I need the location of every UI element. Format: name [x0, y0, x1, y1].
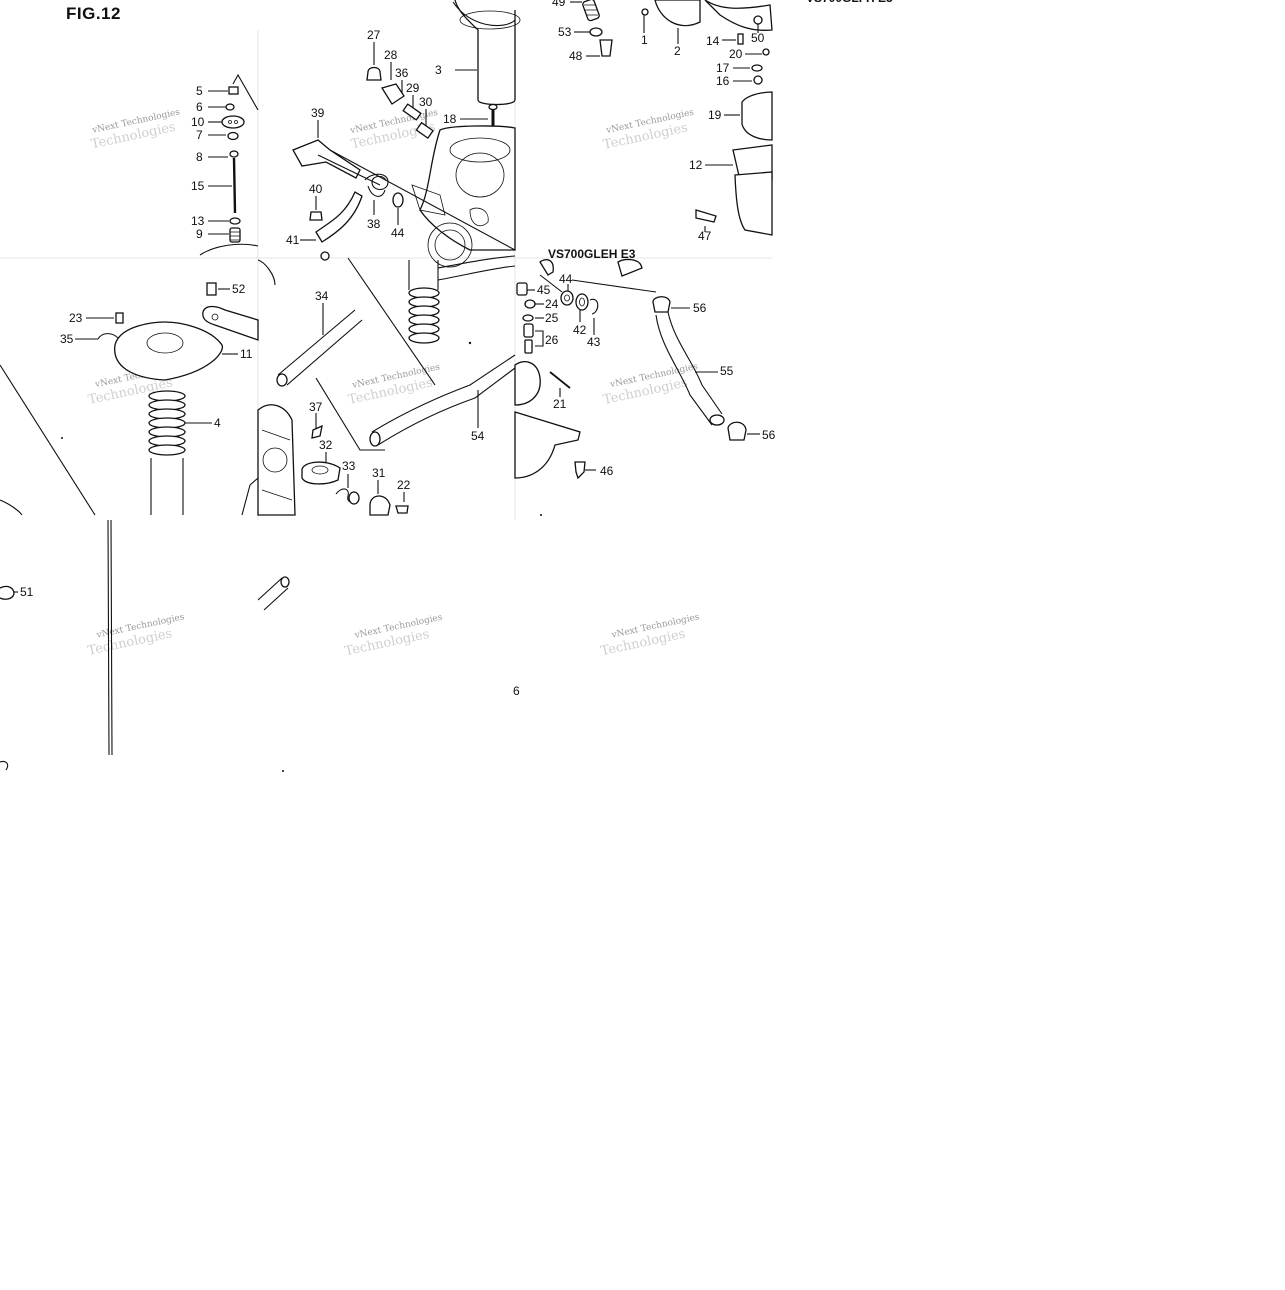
drain-and-hose: VS700GLEH E3 [514, 247, 760, 516]
callout-54: 54 [471, 429, 485, 443]
callout-38: 38 [367, 217, 381, 231]
callout-12: 12 [689, 158, 703, 172]
callout-55: 55 [720, 364, 734, 378]
callout-28: 28 [384, 48, 398, 62]
callout-27: 27 [367, 28, 381, 42]
callout-49: 49 [552, 0, 566, 9]
callout-9: 9 [196, 227, 203, 241]
callout-36: 36 [395, 66, 409, 80]
callout-2: 2 [674, 44, 681, 58]
model-label-upper: VS700GLFH E3 [806, 0, 893, 5]
callout-41: 41 [286, 233, 300, 247]
callout-18: 18 [443, 112, 457, 126]
callout-6: 6 [196, 100, 203, 114]
callout-44b: 44 [559, 272, 573, 286]
callout-35: 35 [60, 332, 74, 346]
coil-large [408, 260, 440, 344]
model-label-lower: VS700GLEH E3 [548, 247, 636, 261]
callout-52: 52 [232, 282, 246, 296]
callout-42: 42 [573, 323, 587, 337]
callout-32: 32 [319, 438, 333, 452]
callout-46: 46 [600, 464, 614, 478]
callout-34: 34 [315, 289, 329, 303]
callout-56a: 56 [693, 301, 707, 315]
callout-33: 33 [342, 459, 356, 473]
callout-29: 29 [406, 81, 420, 95]
float-chamber-parts [570, 0, 773, 236]
figure-title: FIG.12 [66, 4, 121, 23]
page-number: 6 [513, 684, 520, 698]
callout-21: 21 [553, 397, 567, 411]
callout-16: 16 [716, 74, 730, 88]
callout-10: 10 [191, 115, 205, 129]
diaphragm-and-cover [0, 259, 276, 516]
callout-26: 26 [545, 333, 559, 347]
hoses-and-spring [257, 255, 516, 516]
lower-fragments [0, 437, 290, 772]
callout-23: 23 [69, 311, 83, 325]
callout-22: 22 [397, 478, 411, 492]
callout-8: 8 [196, 150, 203, 164]
callout-13: 13 [191, 214, 205, 228]
callout-48: 48 [569, 49, 583, 63]
callout-53: 53 [558, 25, 572, 39]
callout-3: 3 [435, 63, 442, 77]
callout-4: 4 [214, 416, 221, 430]
tile-seams [0, 30, 772, 520]
callout-5: 5 [196, 84, 203, 98]
callout-50: 50 [751, 31, 765, 45]
callout-31: 31 [372, 466, 386, 480]
needle-jet-stack [199, 73, 259, 256]
callout-1: 1 [641, 33, 648, 47]
callout-17: 17 [716, 61, 730, 75]
callout-11: 11 [240, 347, 253, 361]
callout-40: 40 [309, 182, 323, 196]
callout-7: 7 [196, 128, 203, 142]
coil-4 [148, 390, 186, 456]
callout-45: 45 [537, 283, 551, 297]
callout-47: 47 [698, 229, 712, 243]
callout-30: 30 [419, 95, 433, 109]
callout-51: 51 [20, 585, 34, 599]
callout-43: 43 [587, 335, 601, 349]
callout-56b: 56 [762, 428, 776, 442]
callout-20: 20 [729, 47, 743, 61]
callout-25: 25 [545, 311, 559, 325]
callout-15: 15 [191, 179, 205, 193]
callout-44a: 44 [391, 226, 405, 240]
carburetor-body [292, 0, 521, 268]
callout-19: 19 [708, 108, 722, 122]
callout-37: 37 [309, 400, 323, 414]
callout-labels: 5 6 10 7 8 15 13 9 27 28 36 29 30 3 18 3… [20, 0, 776, 599]
callout-24: 24 [545, 297, 559, 311]
callout-39: 39 [311, 106, 325, 120]
callout-14: 14 [706, 34, 720, 48]
